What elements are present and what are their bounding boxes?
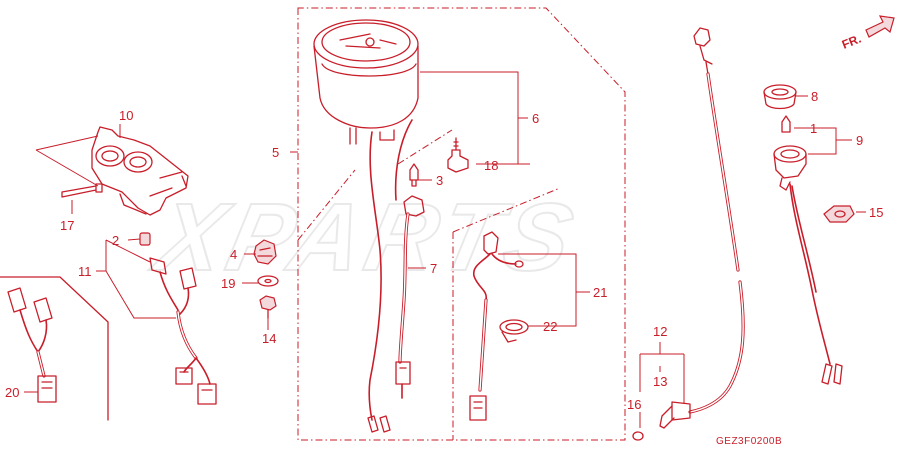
callout-22: 22	[543, 319, 557, 334]
speedometer-cable	[659, 27, 745, 429]
callout-numbers: 10 17 2 11 20 5 6 18 3 4 19 14 7 21 22 1…	[5, 89, 883, 412]
mount-nut	[259, 295, 277, 319]
callout-7: 7	[430, 261, 437, 276]
callout-15: 15	[869, 205, 883, 220]
front-label: FR.	[840, 32, 863, 52]
callout-18: 18	[484, 158, 498, 173]
callout-4: 4	[230, 247, 237, 262]
mount-washer	[257, 275, 279, 287]
indicator-harness	[149, 257, 217, 405]
mount-divider	[297, 129, 453, 241]
leader-lines	[24, 71, 866, 428]
sub-harness-frame	[452, 187, 561, 440]
callout-8: 8	[811, 89, 818, 104]
callout-11: 11	[78, 264, 92, 279]
left-sub-harness	[7, 287, 57, 403]
wire-clamp	[499, 319, 529, 343]
callout-9: 9	[856, 133, 863, 148]
left-harness-frame	[0, 276, 109, 421]
callout-20: 20	[5, 385, 19, 400]
callout-12: 12	[653, 324, 667, 339]
callout-21: 21	[593, 285, 607, 300]
callout-19: 19	[221, 276, 235, 291]
meter-assembly-frame	[297, 7, 626, 441]
lamp-bulb	[781, 115, 791, 133]
callout-1: 1	[810, 121, 817, 136]
diagram-code: GEZ3F0200B	[716, 436, 782, 447]
callout-17: 17	[60, 218, 74, 233]
sub-harness	[469, 231, 524, 421]
watermark: XPARTS	[143, 183, 587, 291]
mount-grommet	[253, 239, 277, 265]
callout-5: 5	[272, 145, 279, 160]
speedometer-meter	[313, 19, 419, 145]
meter-screw	[447, 137, 469, 173]
cable-washer	[632, 431, 644, 441]
callout-10: 10	[119, 108, 133, 123]
callout-3: 3	[436, 173, 443, 188]
indicator-socket-2	[139, 232, 151, 246]
lamp-socket	[773, 145, 807, 191]
harness-clip	[823, 205, 855, 223]
front-direction-arrow: FR.	[840, 15, 895, 52]
callout-13: 13	[653, 374, 667, 389]
callout-14: 14	[262, 331, 276, 346]
lamp-cap	[763, 84, 797, 110]
callout-2: 2	[112, 233, 119, 248]
callout-16: 16	[627, 397, 641, 412]
indicator-housing	[91, 126, 189, 216]
callout-6: 6	[532, 111, 539, 126]
meter-bulb	[409, 163, 419, 187]
lamp-harness	[789, 183, 843, 385]
housing-bolt	[61, 183, 103, 198]
meter-harness	[367, 119, 425, 433]
